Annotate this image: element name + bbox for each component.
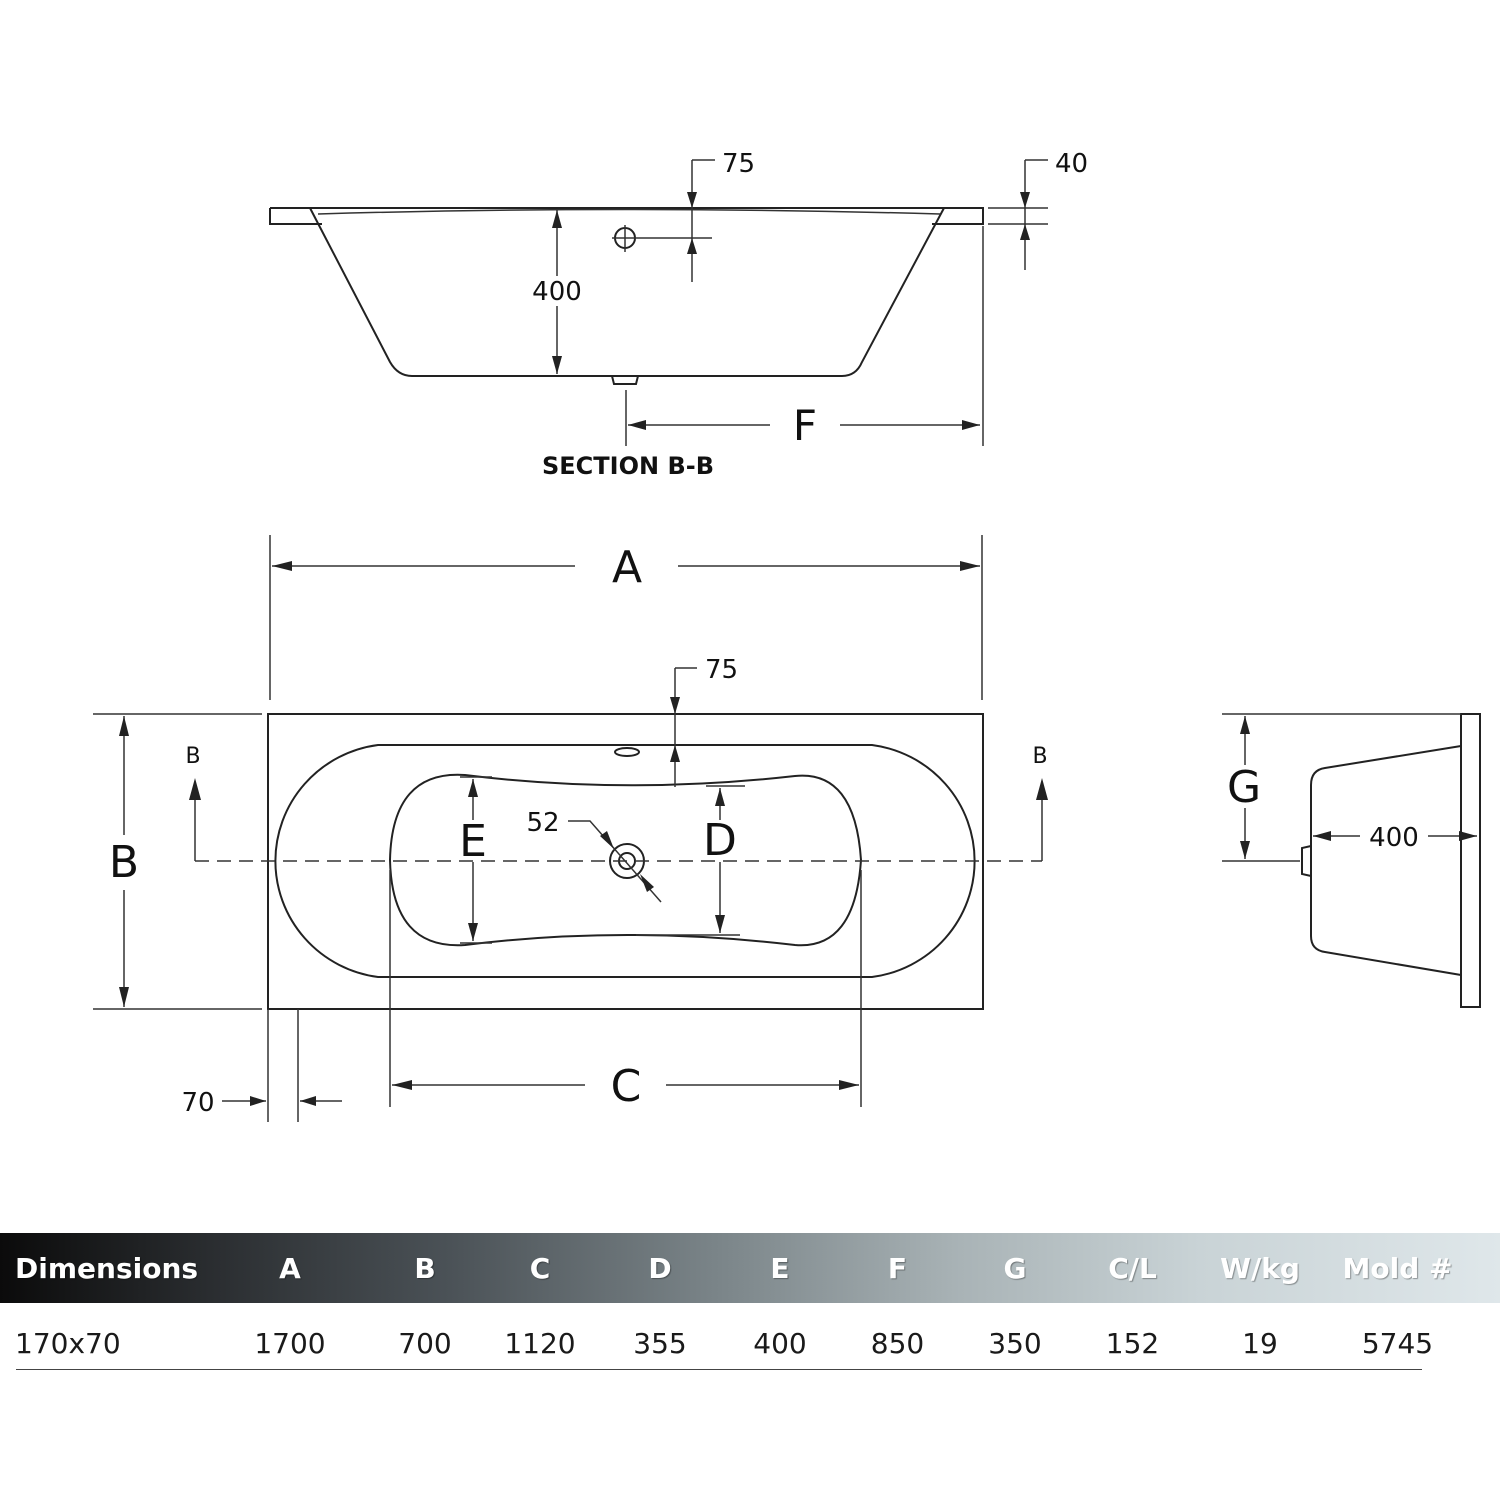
cell-b: 700 <box>398 1326 452 1360</box>
end-view: G 400 <box>1222 713 1481 1008</box>
section-tub-profile <box>309 207 945 377</box>
e-label: E <box>459 816 487 867</box>
end-view-rim <box>1460 713 1481 1008</box>
section-mark-right: B <box>1032 744 1047 769</box>
section-depth-label: 400 <box>532 277 582 307</box>
section-inner-line <box>317 208 941 215</box>
waste-diameter-label: 52 <box>526 808 559 838</box>
table-rule <box>16 1369 1422 1370</box>
cell-c: 1120 <box>504 1326 576 1360</box>
g-label: G <box>1227 762 1261 813</box>
section-title: SECTION B-B <box>542 452 714 480</box>
cell-g: 350 <box>988 1326 1042 1360</box>
end-view-outlet <box>1301 845 1312 877</box>
end-view-profile <box>1310 745 1462 976</box>
cell-d: 355 <box>633 1326 687 1360</box>
cell-cl: 152 <box>1105 1326 1160 1360</box>
a-label: A <box>612 542 642 593</box>
cell-a: 1700 <box>254 1326 326 1360</box>
spec-table: Dimensions A B C D E F G C/L W/kg Mold #… <box>0 1233 1500 1383</box>
header-g: G <box>1003 1251 1027 1285</box>
table-header: Dimensions A B C D E F G C/L W/kg Mold # <box>0 1233 1500 1303</box>
f-label: F <box>793 401 817 450</box>
waste-outlet <box>611 375 639 385</box>
cell-size: 170x70 <box>15 1326 121 1360</box>
section-overflow-offset-label: 75 <box>722 149 755 179</box>
c-label: C <box>611 1061 642 1112</box>
cell-mold: 5745 <box>1361 1326 1434 1360</box>
d-label: D <box>703 815 737 866</box>
header-cl: C/L <box>1108 1251 1157 1285</box>
header-b: B <box>414 1251 436 1285</box>
technical-drawing: 75 400 40 F SECTION B-B <box>93 149 1481 1122</box>
section-rim <box>269 207 984 225</box>
section-rim-label: 40 <box>1055 149 1088 179</box>
plan-view: B B A B 75 E <box>93 535 1048 1122</box>
header-mold: Mold # <box>1342 1251 1453 1285</box>
table-row: 170x70 1700 700 1120 355 400 850 350 152… <box>0 1303 1500 1383</box>
cell-weight: 19 <box>1242 1326 1278 1360</box>
header-a: A <box>279 1251 301 1285</box>
cell-e: 400 <box>753 1326 807 1360</box>
end-view-depth-label: 400 <box>1369 823 1419 853</box>
header-dimensions: Dimensions <box>15 1251 199 1285</box>
plan-overflow-offset-label: 75 <box>705 655 738 685</box>
header-weight: W/kg <box>1220 1251 1300 1285</box>
section-mark-left: B <box>185 744 200 769</box>
plan-inner-basin <box>274 744 976 978</box>
header-e: E <box>770 1251 790 1285</box>
header-f: F <box>887 1251 908 1285</box>
header-d: D <box>648 1251 672 1285</box>
edge-offset-label: 70 <box>181 1088 214 1118</box>
plan-overflow <box>614 747 640 757</box>
plan-bottom-shape <box>388 773 863 947</box>
cell-f: 850 <box>870 1326 925 1360</box>
header-c: C <box>529 1251 551 1285</box>
b-label: B <box>109 837 139 888</box>
section-view: 75 400 40 F SECTION B-B <box>269 149 1088 480</box>
